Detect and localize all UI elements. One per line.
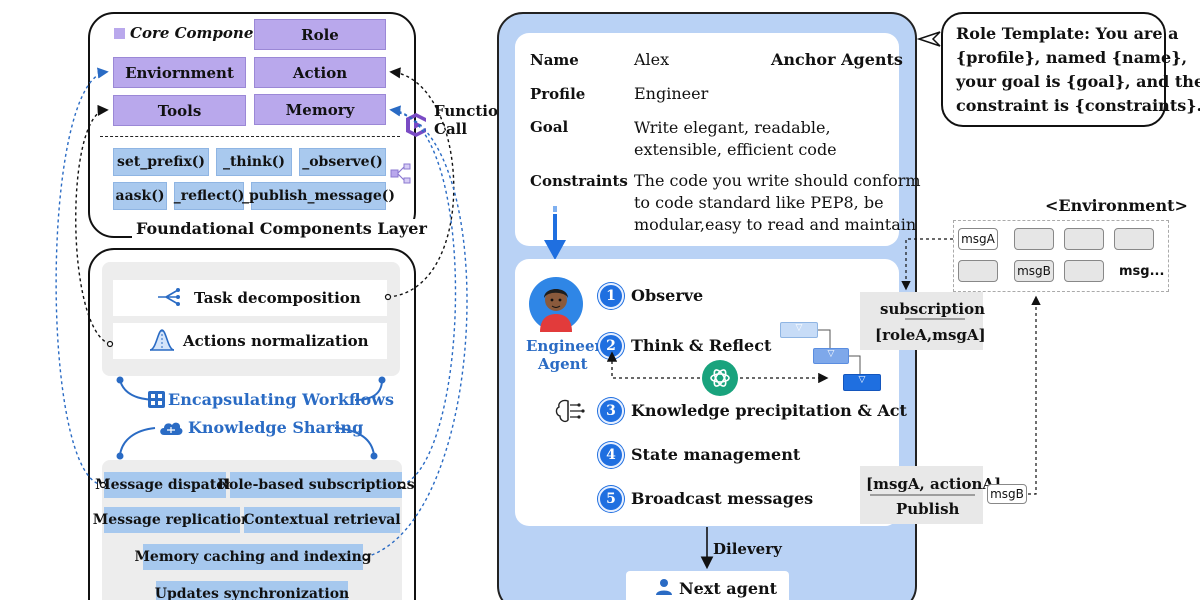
constraints-line2: to code standard like PEP8, be [634, 193, 884, 212]
function-call-label-line2: Call [434, 120, 468, 138]
environment-chip[interactable]: Enviornment [113, 57, 246, 88]
share-nodes-icon [389, 162, 413, 190]
step-5-broadcast[interactable]: Broadcast messages [631, 489, 814, 508]
updates-synchronization-chip[interactable]: Updates synchronization [155, 581, 349, 600]
env-msgB[interactable]: msgB [1014, 260, 1054, 282]
function-call-icon [402, 112, 430, 142]
name-value: Alex [634, 50, 670, 69]
function-set-prefix[interactable]: set_prefix() [113, 148, 209, 176]
constraints-line1: The code you write should conform [634, 171, 921, 190]
divider-dashed [100, 136, 400, 137]
env-slot-3 [1064, 228, 1104, 250]
function-think[interactable]: _think() [216, 148, 292, 176]
env-slot-7 [1064, 260, 1104, 282]
anchor-agents-label: Anchor Agents [771, 50, 903, 69]
subscription-box [860, 292, 983, 350]
encapsulating-workflows-label: Encapsulating Workflows [168, 390, 395, 409]
profile-to-agent-arrow [542, 206, 568, 266]
message-dispatch-chip[interactable]: Message dispatch [95, 472, 235, 498]
role-based-subscriptions-chip[interactable]: Role-based subscriptions [217, 472, 415, 498]
function-aask[interactable]: aask() [113, 182, 167, 210]
memory-caching-chip[interactable]: Memory caching and indexing [134, 544, 372, 570]
engineer-agent-label-line1: Engineer [526, 337, 603, 355]
knowledge-sharing-label: Knowledge Sharing [188, 418, 364, 437]
name-label: Name [530, 51, 579, 69]
filter-node-3: ▽ [843, 374, 881, 391]
step-4-number: 4 [598, 442, 624, 468]
publish-msgB[interactable]: msgB [987, 484, 1027, 504]
function-publish-message[interactable]: _publish_message() [242, 182, 395, 210]
filter-node-1: ▽ [780, 322, 818, 338]
memory-chip[interactable]: Memory [254, 94, 386, 125]
step-3-knowledge-act[interactable]: Knowledge precipitation & Act [631, 401, 907, 420]
core-components-legend-square [114, 28, 125, 39]
task-decomposition-icon [156, 287, 182, 311]
step-1-observe[interactable]: Observe [631, 286, 704, 305]
env-msgA[interactable]: msgA [958, 228, 998, 250]
brain-circuit-icon [554, 397, 586, 429]
role-template-box [941, 12, 1166, 127]
env-slot-2 [1014, 228, 1054, 250]
role-template-line1: Role Template: You are a [956, 24, 1179, 43]
user-icon [655, 578, 673, 600]
goal-line2: extensible, efficient code [634, 140, 837, 159]
action-chip[interactable]: Action [254, 57, 386, 88]
function-observe[interactable]: _observe() [299, 148, 386, 176]
step-2-think-reflect[interactable]: Think & Reflect [631, 336, 772, 355]
llm-logo-icon [702, 360, 738, 396]
subscription-value: [roleA,msgA] [875, 326, 986, 344]
next-agent-box[interactable] [626, 571, 789, 600]
profile-value: Engineer [634, 84, 709, 103]
next-agent-label: Next agent [679, 579, 778, 598]
role-template-line4: constraint is {constraints}. [956, 96, 1200, 115]
role-template-pointer [916, 30, 941, 52]
goal-line1: Write elegant, readable, [634, 118, 831, 137]
step-3-number: 3 [598, 398, 624, 424]
brain-cloud-icon [158, 420, 184, 442]
function-reflect[interactable]: _reflect() [174, 182, 244, 210]
profile-label: Profile [530, 85, 586, 103]
role-chip[interactable]: Role [254, 19, 386, 50]
bell-curve-icon [148, 328, 176, 356]
step-5-number: 5 [598, 486, 624, 512]
env-slot-5 [958, 260, 998, 282]
env-slot-4 [1114, 228, 1154, 250]
step-1-number: 1 [598, 283, 624, 309]
step-2-number: 2 [598, 333, 624, 359]
goal-label: Goal [530, 118, 569, 136]
filter-node-2: ▽ [813, 348, 849, 364]
engineer-avatar [528, 276, 584, 336]
foundational-layer-title: Foundational Components Layer [132, 219, 431, 238]
environment-title: <Environment> [1045, 196, 1188, 215]
contextual-retrieval-chip[interactable]: Contextual retrieval [243, 507, 401, 533]
step-4-state-management[interactable]: State management [631, 445, 801, 464]
engineer-agent-label-line2: Agent [538, 355, 588, 373]
actions-normalization-label: Actions normalization [183, 332, 369, 350]
publish-title: Publish [896, 500, 960, 518]
workflow-icon [148, 391, 165, 408]
core-components-label: Core Components [130, 24, 280, 42]
profile-card [515, 33, 899, 246]
publish-value: [msgA, actionA] [866, 475, 1002, 493]
role-template-line3: your goal is {goal}, and the [956, 72, 1200, 91]
delivery-label: Dilevery [713, 540, 782, 558]
task-decomposition-label: Task decomposition [194, 289, 361, 307]
constraints-label: Constraints [530, 172, 628, 190]
tools-chip[interactable]: Tools [113, 95, 246, 126]
task-decomposition-box[interactable] [113, 280, 387, 316]
env-more: msg... [1119, 264, 1165, 279]
constraints-line3: modular,easy to read and maintain [634, 215, 917, 234]
message-replication-chip[interactable]: Message replication [93, 507, 251, 533]
subscription-title: subscription [880, 300, 986, 318]
role-template-line2: {profile}, named {name}, [956, 48, 1188, 67]
